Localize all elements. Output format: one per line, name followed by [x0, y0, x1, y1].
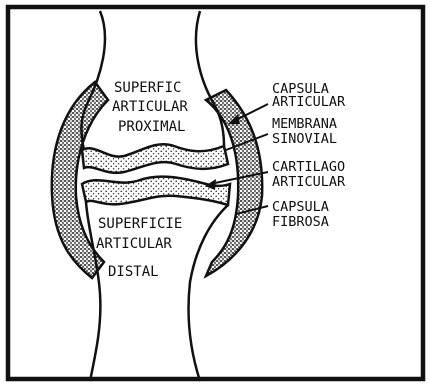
proximal-label-line-2: ARTICULAR [112, 99, 188, 115]
cartilago-articular-label: CARTILAGO ARTICULAR [272, 159, 346, 190]
distal-surface-label: SUPERFICIE ARTICULAR DISTAL [96, 216, 182, 280]
membrana-sinovial-line-1: MEMBRANA [272, 116, 337, 132]
cartilago-articular-line-2: ARTICULAR [272, 174, 346, 190]
capsula-fibrosa-line-1: CAPSULA [272, 199, 329, 215]
membrana-sinovial-line-2: SINOVIAL [272, 131, 337, 147]
capsula-fibrosa-label: CAPSULA FIBROSA [272, 199, 329, 230]
capsula-articular-line-2: ARTICULAR [272, 94, 346, 110]
membrana-sinovial-label: MEMBRANA SINOVIAL [272, 116, 337, 147]
distal-label-line-1: SUPERFICIE [98, 216, 182, 232]
proximal-label-line-3: PROXIMAL [118, 119, 185, 135]
capsula-fibrosa-line-2: FIBROSA [272, 214, 329, 230]
proximal-label-line-1: SUPERFIC [114, 80, 181, 96]
proximal-surface-label: SUPERFIC ARTICULAR PROXIMAL [112, 80, 188, 135]
capsula-articular-label: CAPSULA ARTICULAR [272, 81, 346, 110]
distal-label-line-3: DISTAL [108, 264, 159, 280]
cartilago-articular-line-1: CARTILAGO [272, 159, 345, 175]
distal-label-line-2: ARTICULAR [96, 236, 172, 252]
